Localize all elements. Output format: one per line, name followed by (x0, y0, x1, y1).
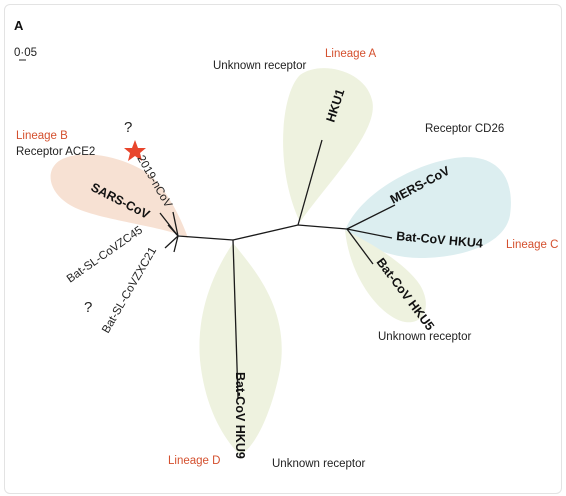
lineage-c-receptor: Receptor CD26 (425, 123, 504, 135)
scale-bar-label: 0·05 (14, 47, 37, 59)
lineage-a-name: Lineage A (325, 48, 376, 60)
question-mark-bottom: ? (84, 299, 92, 316)
lineage-b-receptor: Receptor ACE2 (16, 146, 95, 158)
lineage-c-region (345, 157, 511, 258)
lineage-b-region (50, 154, 188, 238)
lineage-c-hku5-receptor: Unknown receptor (378, 331, 471, 343)
lineage-c-name: Lineage C (506, 239, 558, 251)
panel-label: A (14, 18, 24, 33)
lineage-d-region (199, 243, 282, 455)
question-mark-top: ? (124, 119, 132, 136)
lineage-d-name: Lineage D (168, 455, 220, 467)
star-icon (124, 140, 146, 161)
taxon-bat-cov-hku9: Bat-CoV HKU9 (233, 372, 247, 459)
lineage-d-receptor: Unknown receptor (272, 458, 365, 470)
tree-branches (159, 139, 396, 399)
lineage-a-receptor: Unknown receptor (213, 60, 306, 72)
lineage-b-name: Lineage B (16, 130, 68, 142)
lineage-a-region (283, 68, 373, 222)
